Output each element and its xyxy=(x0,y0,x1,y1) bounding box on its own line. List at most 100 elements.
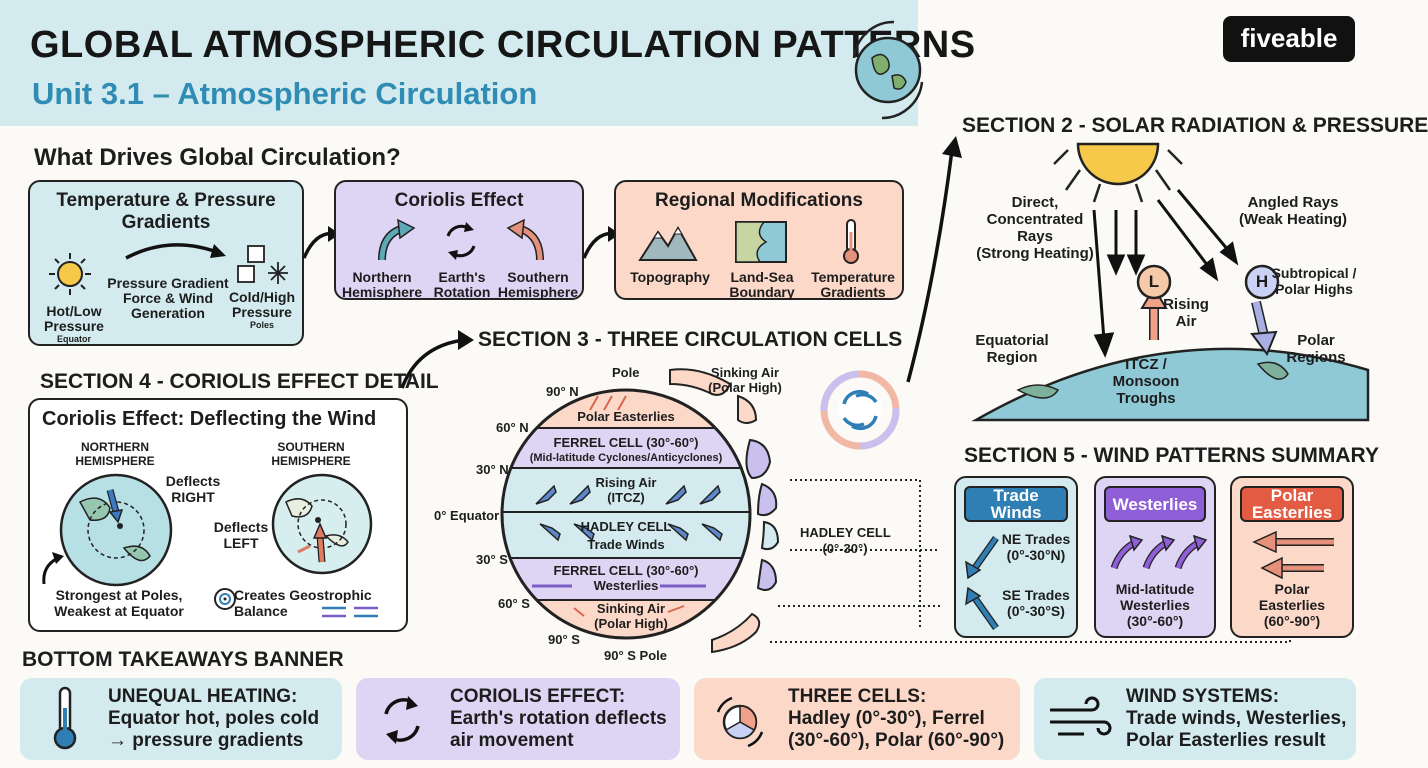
polar-desc-3: (60°-90°) xyxy=(1263,613,1321,629)
polar-regions-label-2: Regions xyxy=(1286,349,1346,366)
ferrel-north-label-1: FERREL CELL (30°-60°) xyxy=(553,435,699,450)
mountain-icon xyxy=(638,225,698,261)
pole-label: Pole xyxy=(612,365,640,380)
lat-30n: 30° N xyxy=(476,462,509,477)
rotation-icon xyxy=(384,696,420,744)
itcz-label-2: Monsoon xyxy=(1112,373,1180,390)
solar-pressure-diagram xyxy=(971,142,1370,422)
takeaway-wind-systems: WIND SYSTEMS: Trade winds, Westerlies, P… xyxy=(1034,678,1356,760)
westerlies-desc-2: Westerlies xyxy=(1120,597,1190,613)
westerlies-card: Westerlies Mid-latitude Westerlies (30°-… xyxy=(1094,476,1216,638)
wind-icon xyxy=(1050,696,1112,736)
westerlies-desc-3: (30°-60°) xyxy=(1126,613,1184,629)
northern-arrow-icon xyxy=(378,218,416,261)
thermometer-icon xyxy=(843,219,859,264)
takeaway-line1: Trade winds, Westerlies, xyxy=(1126,708,1347,729)
se-trades-1: SE Trades xyxy=(1002,587,1070,603)
polar-regions-label-1: Polar xyxy=(1297,332,1335,349)
direct-rays-label-4: (Strong Heating) xyxy=(976,245,1094,262)
poles-sub-label: Poles xyxy=(249,320,274,330)
pgf-label-3: Generation xyxy=(131,305,205,321)
nh-label-1: Northern xyxy=(352,269,412,285)
land-sea-label-1: Land-Sea xyxy=(730,269,794,285)
sun-icon xyxy=(49,253,91,295)
rotation-label-1: Earth's xyxy=(438,269,486,285)
ferrel-south-label-2: Westerlies xyxy=(593,578,659,593)
connector-arrow-icon xyxy=(400,330,474,389)
section2-heading: SECTION 2 - SOLAR RADIATION & PRESSURE xyxy=(962,114,1428,137)
globe-rotation-icon xyxy=(852,20,924,120)
takeaway-line1: Hadley (0°-30°), Ferrel xyxy=(788,708,985,729)
trade-wind-arrows-icon xyxy=(965,535,999,631)
sinking-air-top-2: (Polar High) xyxy=(708,380,782,395)
fiveable-logo[interactable]: fiveable xyxy=(1223,16,1355,62)
lat-90s: 90° S xyxy=(548,632,580,647)
cold-high-label-1: Cold/High xyxy=(228,289,296,305)
takeaway-title: UNEQUAL HEATING: xyxy=(108,686,298,707)
rising-air-itcz-1: Rising Air xyxy=(595,475,657,490)
box-title: Coriolis Effect: Deflecting the Wind xyxy=(42,408,377,430)
deflects-left-2: LEFT xyxy=(223,535,259,551)
equatorial-label-1: Equatorial xyxy=(975,332,1049,349)
coriolis-detail-box: Coriolis Effect: Deflecting the Wind NOR… xyxy=(28,398,408,632)
temp-gradients-label-1: Temperature xyxy=(811,269,895,285)
takeaway-unequal-heating: UNEQUAL HEATING: Equator hot, poles cold… xyxy=(20,678,342,760)
strongest-label-1: Strongest at Poles, xyxy=(55,587,183,603)
hot-low-label-2: Pressure xyxy=(44,318,104,334)
ferrel-south-label-1: FERREL CELL (30°-60°) xyxy=(553,563,699,578)
subtropical-highs-label-2: Polar Highs xyxy=(1275,281,1353,297)
southern-arrow-icon xyxy=(506,218,544,261)
takeaway-title: WIND SYSTEMS: xyxy=(1126,686,1280,707)
lat-equator: 0° Equator xyxy=(434,508,500,523)
takeaway-line2: (30°-60°), Polar (60°-90°) xyxy=(788,730,1005,751)
takeaway-line2: air movement xyxy=(450,730,574,751)
section3-heading: SECTION 3 - THREE CIRCULATION CELLS xyxy=(478,328,903,351)
polar-easterlies-band: Polar Easterlies xyxy=(577,409,675,424)
strongest-label-2: Weakest at Equator xyxy=(54,603,184,619)
sinking-air-bottom-2: (Polar High) xyxy=(594,616,668,631)
direct-rays-label-1: Direct, xyxy=(1011,194,1059,211)
sh-label-1: Southern xyxy=(507,269,569,285)
itcz-label-1: ITCZ / xyxy=(1125,356,1167,373)
takeaway-title: CORIOLIS EFFECT: xyxy=(450,686,626,707)
southern-hemisphere-globe xyxy=(271,473,373,575)
land-sea-icon xyxy=(735,221,787,263)
ferrel-north-label-2: (Mid-latitude Cyclones/Anticyclones) xyxy=(529,452,723,464)
south-pole-label: 90° S Pole xyxy=(604,648,668,663)
hadley-band-1: HADLEY CELL xyxy=(580,519,672,534)
sh-title-2: HEMISPHERE xyxy=(271,454,351,468)
drivers-heading: What Drives Global Circulation? xyxy=(34,144,401,171)
direct-rays-label-3: Rays xyxy=(1017,228,1053,245)
rising-air-label-1: Rising xyxy=(1163,296,1209,313)
temperature-gradients-box: Temperature & Pressure Gradients Hot/Low… xyxy=(28,180,304,346)
low-pressure-badge: L xyxy=(1148,272,1160,291)
hadley-side-label-2: (0°-30°) xyxy=(822,541,868,556)
pgf-label-1: Pressure Gradient xyxy=(107,275,229,291)
trade-winds-card: Trade Winds NE Trades (0°-30°N) SE Trade… xyxy=(954,476,1078,638)
easterly-arrows-icon xyxy=(1252,530,1334,580)
polar-desc-2: Easterlies xyxy=(1258,597,1326,613)
rotation-icon xyxy=(446,222,476,260)
northern-hemisphere-globe xyxy=(59,473,173,587)
section5-heading: SECTION 5 - WIND PATTERNS SUMMARY xyxy=(964,444,1379,467)
takeaway-title: THREE CELLS: xyxy=(788,686,927,707)
takeaway-line1: Equator hot, poles cold xyxy=(108,708,320,729)
takeaway-line2: Polar Easterlies result xyxy=(1126,730,1326,751)
angled-rays-label-2: (Weak Heating) xyxy=(1238,211,1348,228)
hadley-band-2: Trade Winds xyxy=(587,537,665,552)
box-title: Coriolis Effect xyxy=(394,190,524,211)
lat-90n: 90° N xyxy=(546,384,579,399)
card-header: Trade Winds xyxy=(964,486,1068,522)
sinking-air-top-1: Sinking Air xyxy=(710,365,780,380)
angled-rays-label-1: Angled Rays xyxy=(1247,194,1339,211)
sh-title-1: SOUTHERN xyxy=(277,440,345,454)
polar-easterlies-card: Polar Easterlies Polar Easterlies (60°-9… xyxy=(1230,476,1354,638)
topography-label: Topography xyxy=(630,269,710,285)
lat-60s: 60° S xyxy=(498,596,530,611)
geostrophic-label-1: Creates Geostrophic xyxy=(234,587,372,603)
cold-high-label-2: Pressure xyxy=(232,304,292,320)
deflects-right-2: RIGHT xyxy=(171,489,215,505)
page-title: GLOBAL ATMOSPHERIC CIRCULATION PATTERNS xyxy=(30,24,976,66)
lat-30s: 30° S xyxy=(476,552,508,567)
geostrophic-icon xyxy=(214,588,236,610)
